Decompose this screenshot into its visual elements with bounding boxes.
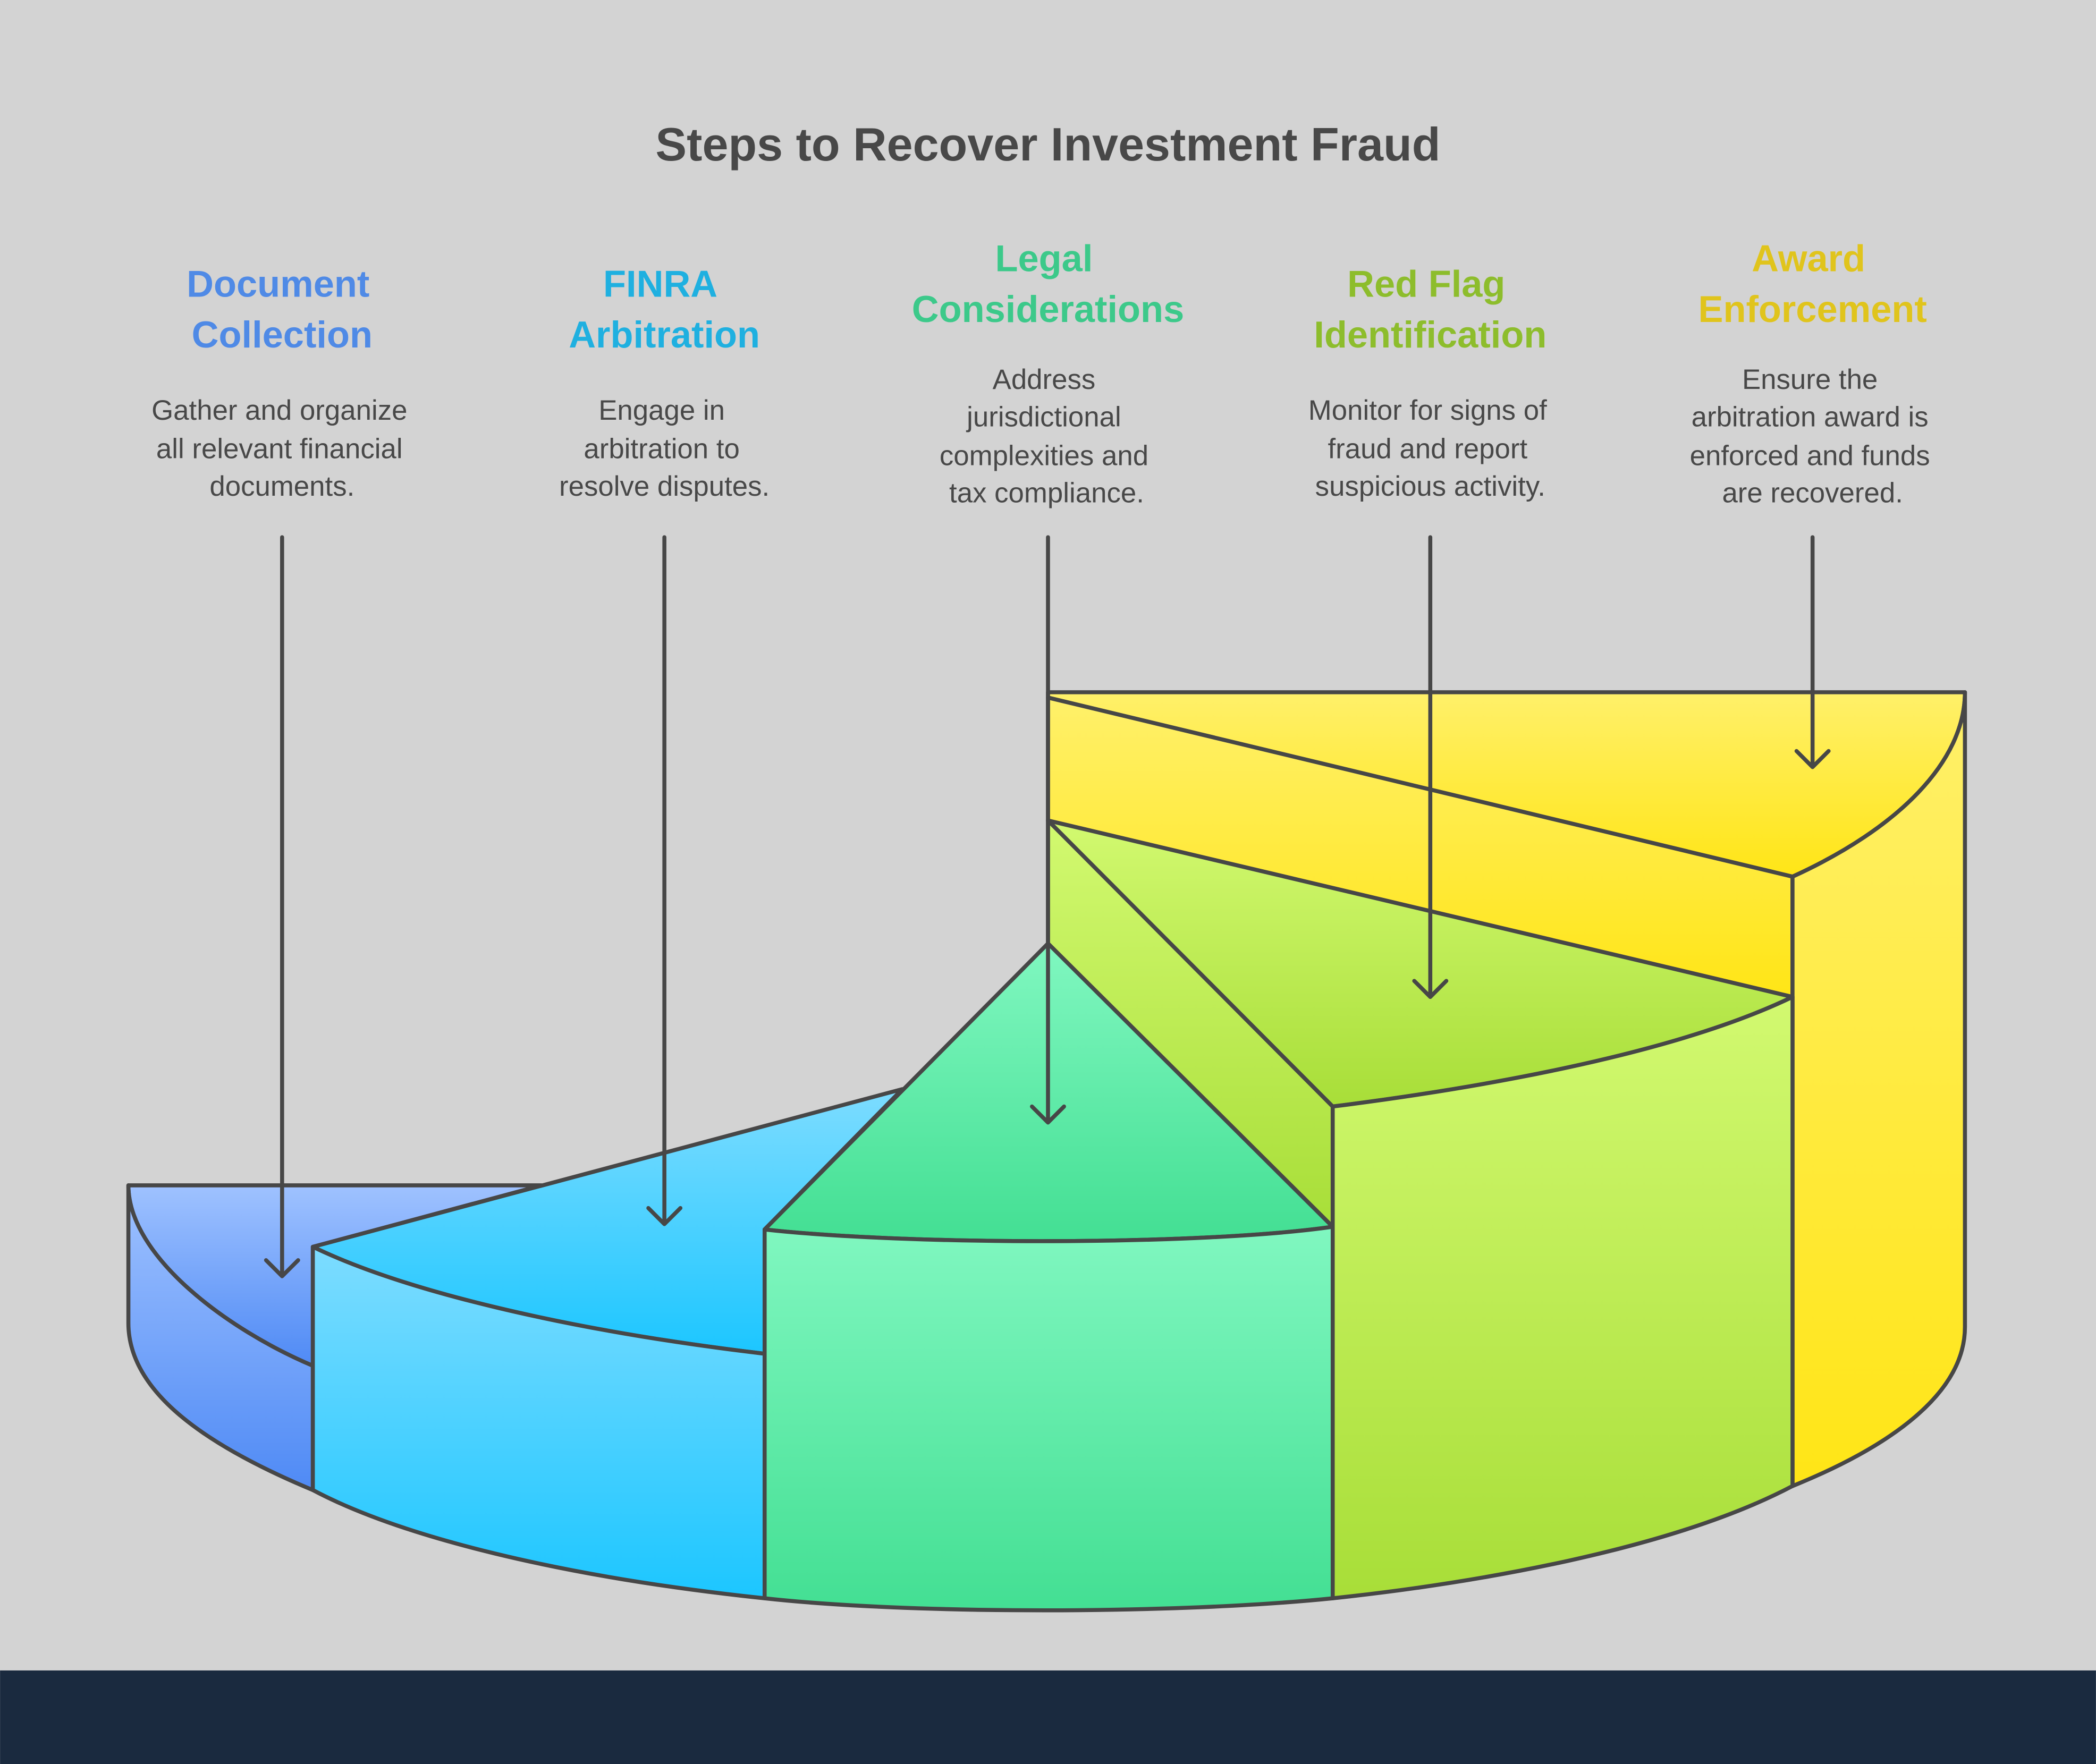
segment-award-enforcement [1046,690,1967,1488]
arrow-icon [264,535,300,1278]
segment-finra-arbitration [310,1087,905,1600]
diagram-title: Steps to Recover Investment Fraud [655,118,1440,171]
footer-bar [0,1670,2096,1764]
arrow-icon [1794,535,1831,769]
arrow-icon [646,535,683,1226]
arrow-icon [1412,535,1449,999]
arrow-icon [1030,535,1066,1125]
